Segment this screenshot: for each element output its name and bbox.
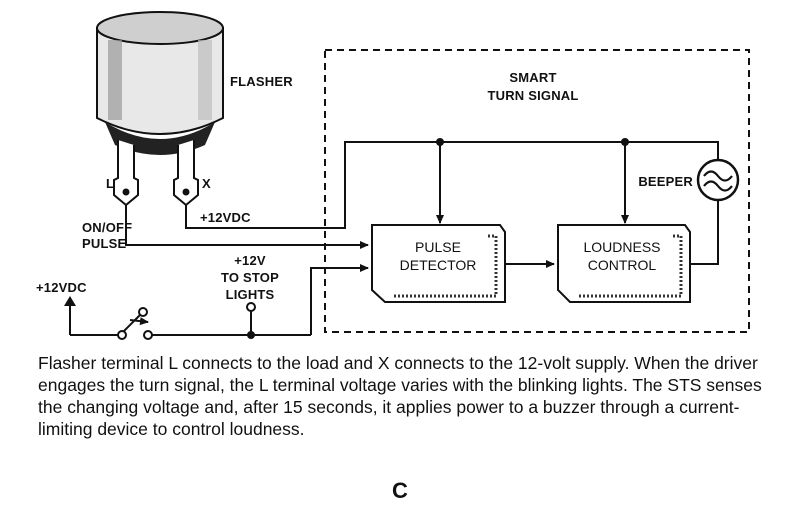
pulse-detector-label-1: PULSE — [415, 239, 461, 255]
pulse-label: PULSE — [82, 236, 126, 251]
terminal-l-label: L — [106, 176, 114, 191]
brake-switch — [64, 296, 311, 340]
loudness-control-label-1: LOUDNESS — [583, 239, 660, 255]
on-off-label: ON/OFF — [82, 220, 132, 235]
beeper-label: BEEPER — [638, 174, 693, 189]
flasher-label: FLASHER — [230, 74, 293, 89]
plus12v-label: +12V — [234, 253, 266, 268]
pulse-detector-label-2: DETECTOR — [400, 257, 477, 273]
loudness-control-block — [557, 224, 691, 303]
loudness-to-beeper-wire — [690, 200, 719, 265]
plus12vdc-flasher-label: +12VDC — [200, 210, 251, 225]
stop-lights-wire — [310, 264, 369, 335]
plus12vdc-switch-label: +12VDC — [36, 280, 87, 295]
stop-lights-terminal — [246, 302, 256, 339]
loudness-control-label-2: CONTROL — [588, 257, 657, 273]
figure-letter: C — [392, 478, 408, 503]
pulse-wire — [125, 205, 369, 249]
lights-label: LIGHTS — [226, 287, 275, 302]
terminal-x-label: X — [202, 176, 211, 191]
flasher-unit — [96, 11, 224, 207]
turn-signal-label: TURN SIGNAL — [487, 88, 578, 103]
smart-turn-signal-boundary — [324, 49, 750, 333]
figure-caption: Flasher terminal L connects to the load … — [38, 353, 762, 439]
to-stop-label: TO STOP — [221, 270, 279, 285]
supply-wire — [185, 141, 719, 229]
pulse-detector-block — [371, 224, 506, 303]
smart-label: SMART — [509, 70, 556, 85]
circuit-diagram: FLASHER L X SMART TURN SIGNAL BEEPER PUL… — [36, 11, 750, 340]
beeper-symbol — [696, 158, 740, 202]
